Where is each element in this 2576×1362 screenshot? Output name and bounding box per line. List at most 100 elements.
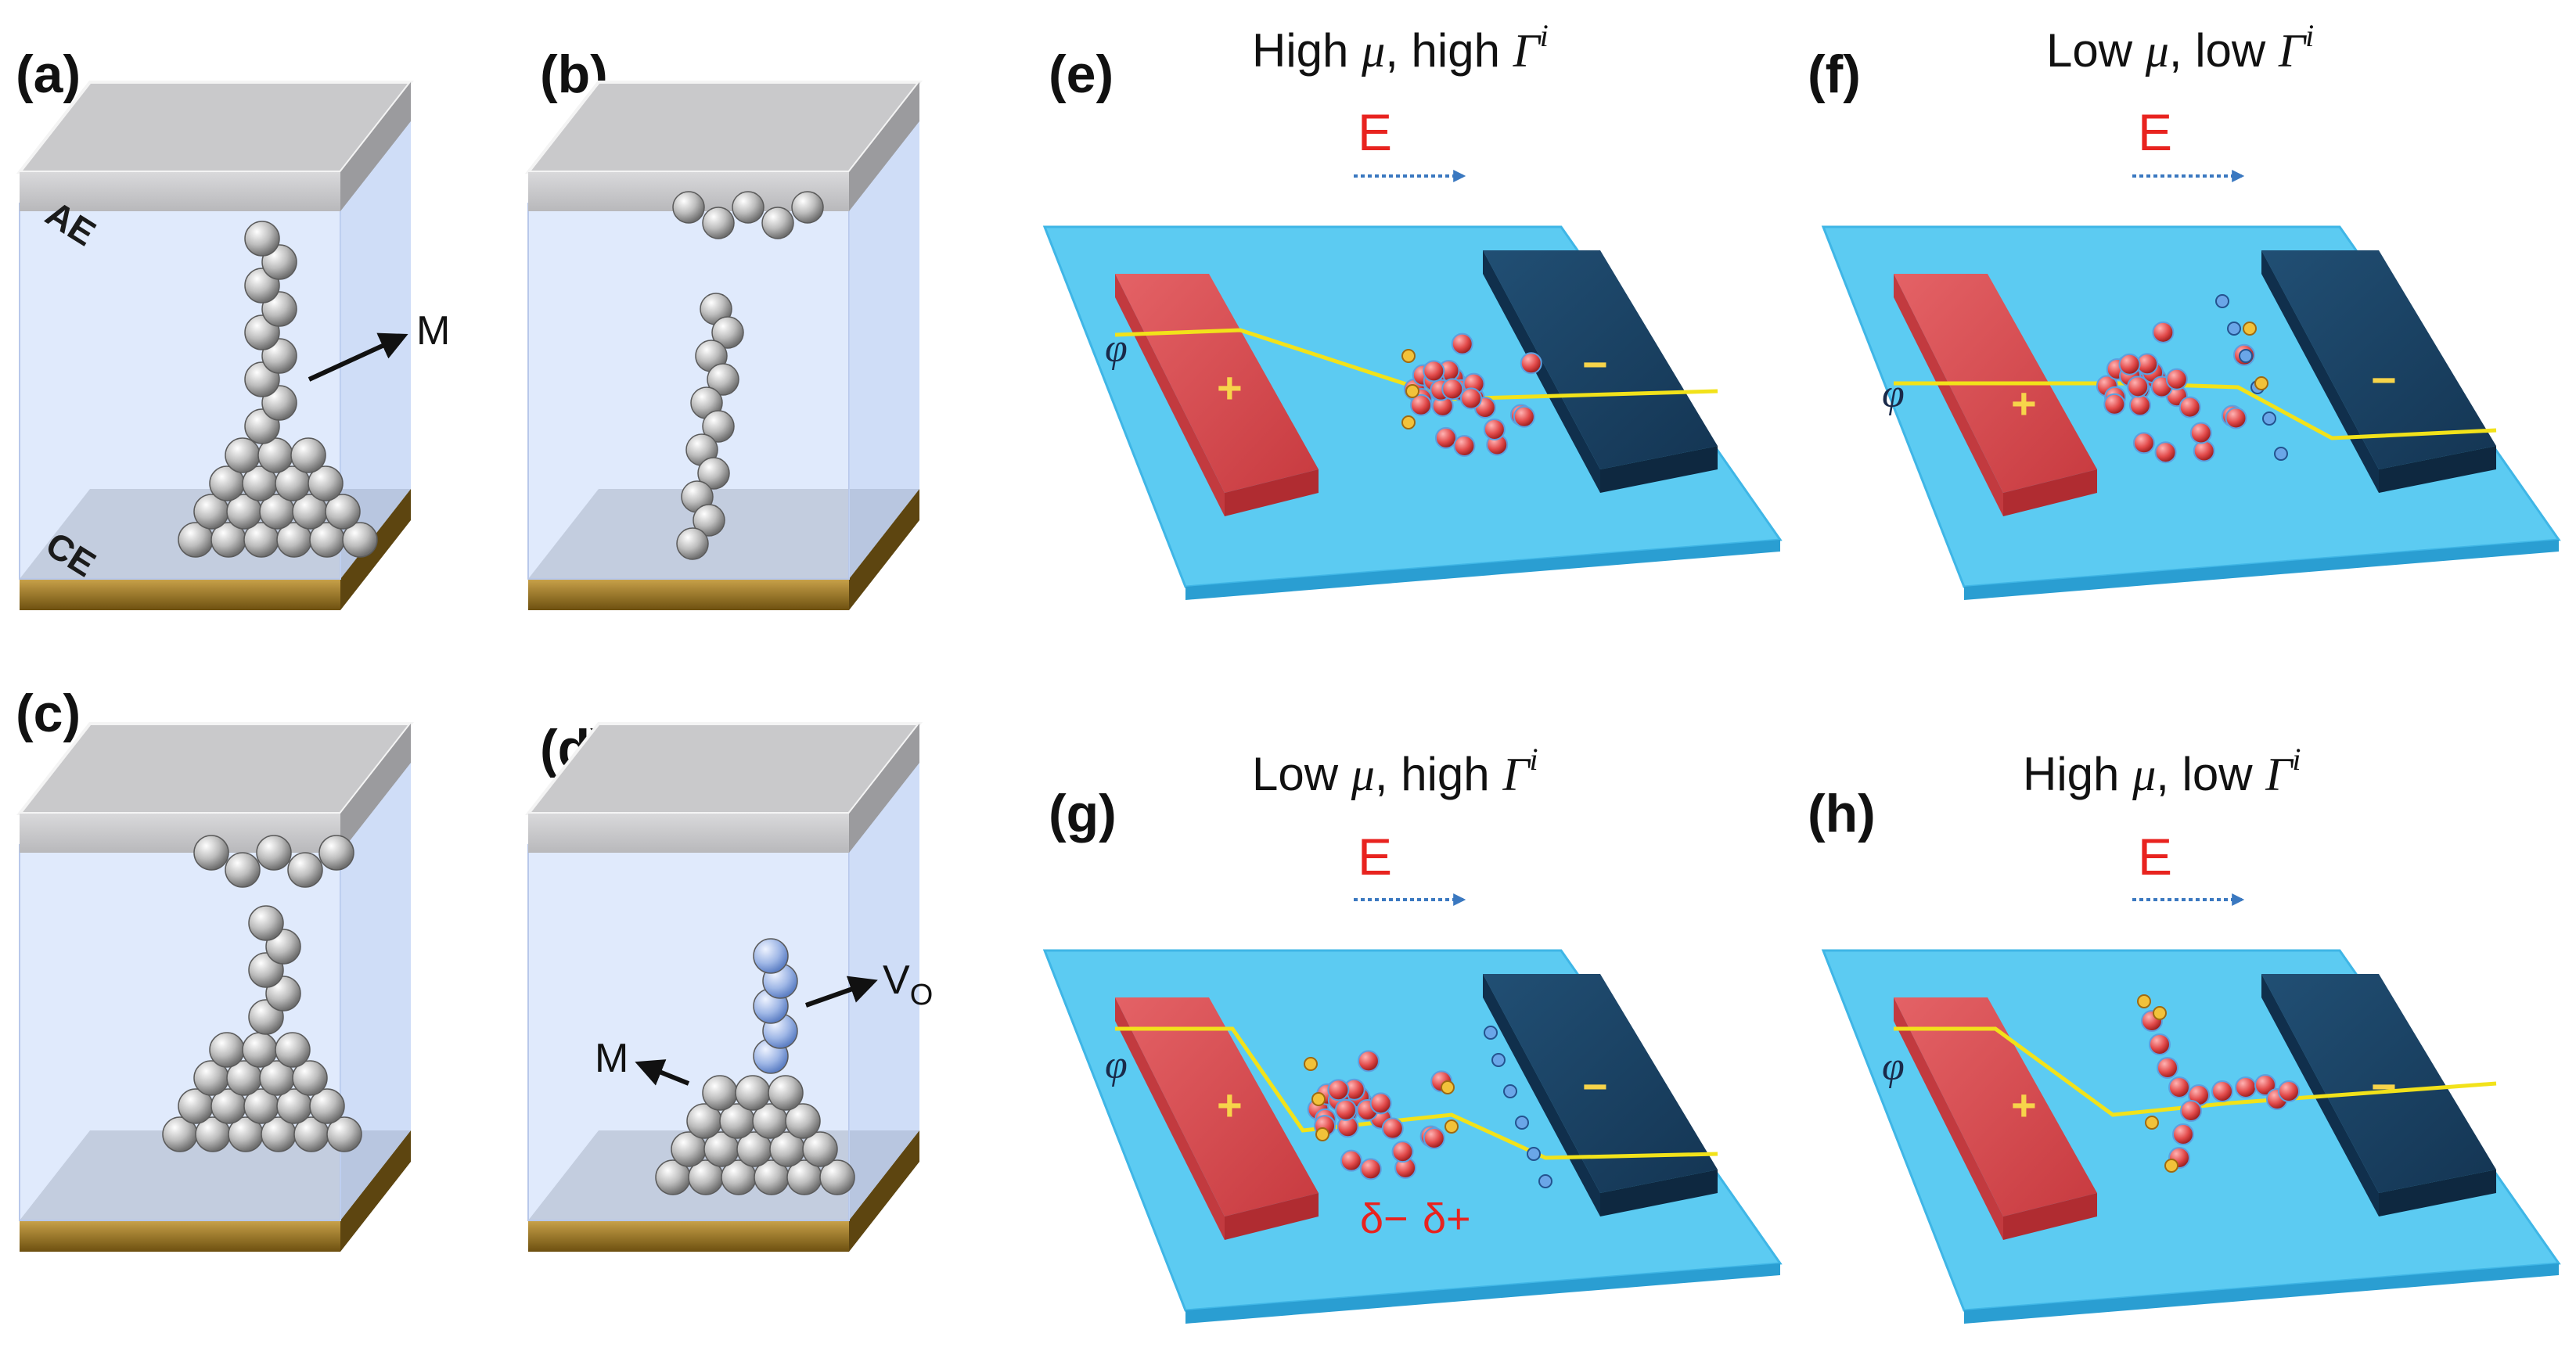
atom-sphere (309, 1088, 345, 1124)
ion-sphere (2278, 1080, 2300, 1102)
ion-sphere (2211, 1080, 2233, 1102)
atom-sphere (290, 437, 326, 473)
ion-sphere (1423, 360, 1445, 383)
bottom-electrode-edge (528, 579, 849, 610)
bottom-electrode-side (340, 489, 411, 610)
anode-block-front (1225, 469, 1319, 516)
cathode-block-front (2379, 446, 2496, 493)
ion-sphere (1459, 387, 1482, 410)
bottom-electrode-side (340, 1130, 411, 1252)
top-electrode-side (340, 724, 411, 853)
ion-sphere (2193, 440, 2215, 462)
cathode-sign-g: − (1582, 1062, 1608, 1111)
anode-block-top (1115, 274, 1319, 493)
ion-sphere (1483, 419, 1506, 441)
migration-label-a: M (416, 308, 450, 354)
ion-sphere (2118, 353, 2141, 376)
vacancy-label-d: VO (883, 958, 933, 1012)
delta-plus-label: δ+ (1423, 1195, 1471, 1242)
ion-sphere (1423, 1127, 1445, 1149)
ion-sphere (2154, 441, 2177, 464)
atom-sphere (768, 1075, 804, 1111)
electron-marker (2239, 349, 2253, 363)
electron-marker (2262, 411, 2276, 426)
ion-sphere (1381, 1117, 1404, 1140)
electron-marker (2215, 294, 2229, 308)
atom-sphere (326, 1116, 362, 1152)
dielectric-side (340, 755, 411, 1220)
cathode-block-top (1483, 250, 1718, 469)
atom-sphere (761, 207, 794, 239)
potential-label-h: φ (1882, 1044, 1905, 1089)
atom-sphere (697, 457, 730, 490)
electron-marker (1538, 1174, 1552, 1188)
electron-marker (1515, 1116, 1529, 1130)
ion-sphere (1513, 405, 1535, 428)
potential-profile-line (1894, 1026, 2497, 1117)
anode-block-side (1115, 997, 1225, 1240)
cathode-block-front (1600, 1170, 1718, 1216)
top-electrode-front (528, 814, 849, 853)
ion-sphere (2128, 394, 2151, 417)
charge-marker (1441, 1080, 1455, 1094)
potential-label-f: φ (1882, 372, 1905, 416)
charge-marker (2164, 1159, 2178, 1173)
cathode-block-top (1483, 974, 1718, 1193)
ion-sphere (1369, 1092, 1392, 1115)
bottom-electrode-edge (20, 1220, 340, 1252)
cathode-block-top (2261, 250, 2496, 469)
atom-sphere (802, 1131, 838, 1167)
ion-sphere (2103, 393, 2126, 415)
electron-marker (1503, 1084, 1517, 1098)
atom-sphere (242, 1032, 278, 1068)
metal-filament-c (162, 835, 362, 1152)
top-electrode-side (849, 82, 919, 211)
anode-block-front (1225, 1193, 1319, 1240)
dielectric-front (527, 203, 850, 580)
atom-sphere (672, 191, 705, 224)
potential-label-e: φ (1105, 326, 1128, 371)
atom-sphere (209, 1032, 245, 1068)
atom-sphere (342, 522, 378, 558)
charge-marker (1401, 415, 1416, 429)
metal-filament-b (672, 191, 824, 560)
panel-h-title: High μ, low Γi (2023, 742, 2301, 800)
substrate-edge (1185, 1263, 1780, 1324)
charge-marker (1405, 384, 1419, 398)
atom-sphere (711, 316, 744, 349)
panel-a-label: (a) (16, 45, 81, 104)
atom-sphere (791, 191, 824, 224)
ion-sphere (2127, 376, 2150, 398)
ion-sphere (2180, 1100, 2202, 1122)
cathode-sign-h: − (2371, 1062, 2397, 1111)
atom-sphere (248, 905, 284, 941)
atom-sphere (244, 221, 280, 257)
atom-sphere (732, 191, 765, 224)
anode-block-front (2003, 469, 2097, 516)
bottom-electrode-edge (20, 579, 340, 610)
field-label-g: E (1358, 828, 1392, 886)
charge-marker (1401, 349, 1416, 363)
anode-sign-g: + (1217, 1080, 1243, 1130)
ion-sphere (1357, 1050, 1380, 1073)
anode-block-side (1894, 274, 2003, 516)
anode-sign-h: + (2011, 1080, 2037, 1130)
migration-label-d: M (595, 1036, 628, 1081)
substrate-edge (1964, 1263, 2559, 1324)
anode-sign-e: + (1217, 363, 1243, 412)
electron-marker (1491, 1053, 1506, 1067)
memristor-cell-b (524, 81, 923, 610)
charge-marker (2145, 1116, 2159, 1130)
potential-label-g: φ (1105, 1043, 1128, 1087)
charge-marker (2137, 994, 2151, 1008)
substrate-edge (1964, 540, 2559, 600)
ion-sphere (2189, 422, 2212, 444)
charge-marker (1304, 1057, 1318, 1071)
delta-minus-label: δ− (1360, 1195, 1409, 1242)
ion-sphere (1409, 394, 1432, 416)
vacancy-arrow-d (805, 976, 878, 1008)
ion-sphere (2168, 1076, 2190, 1098)
ion-sphere (1327, 1079, 1350, 1101)
electron-marker (2227, 322, 2241, 336)
